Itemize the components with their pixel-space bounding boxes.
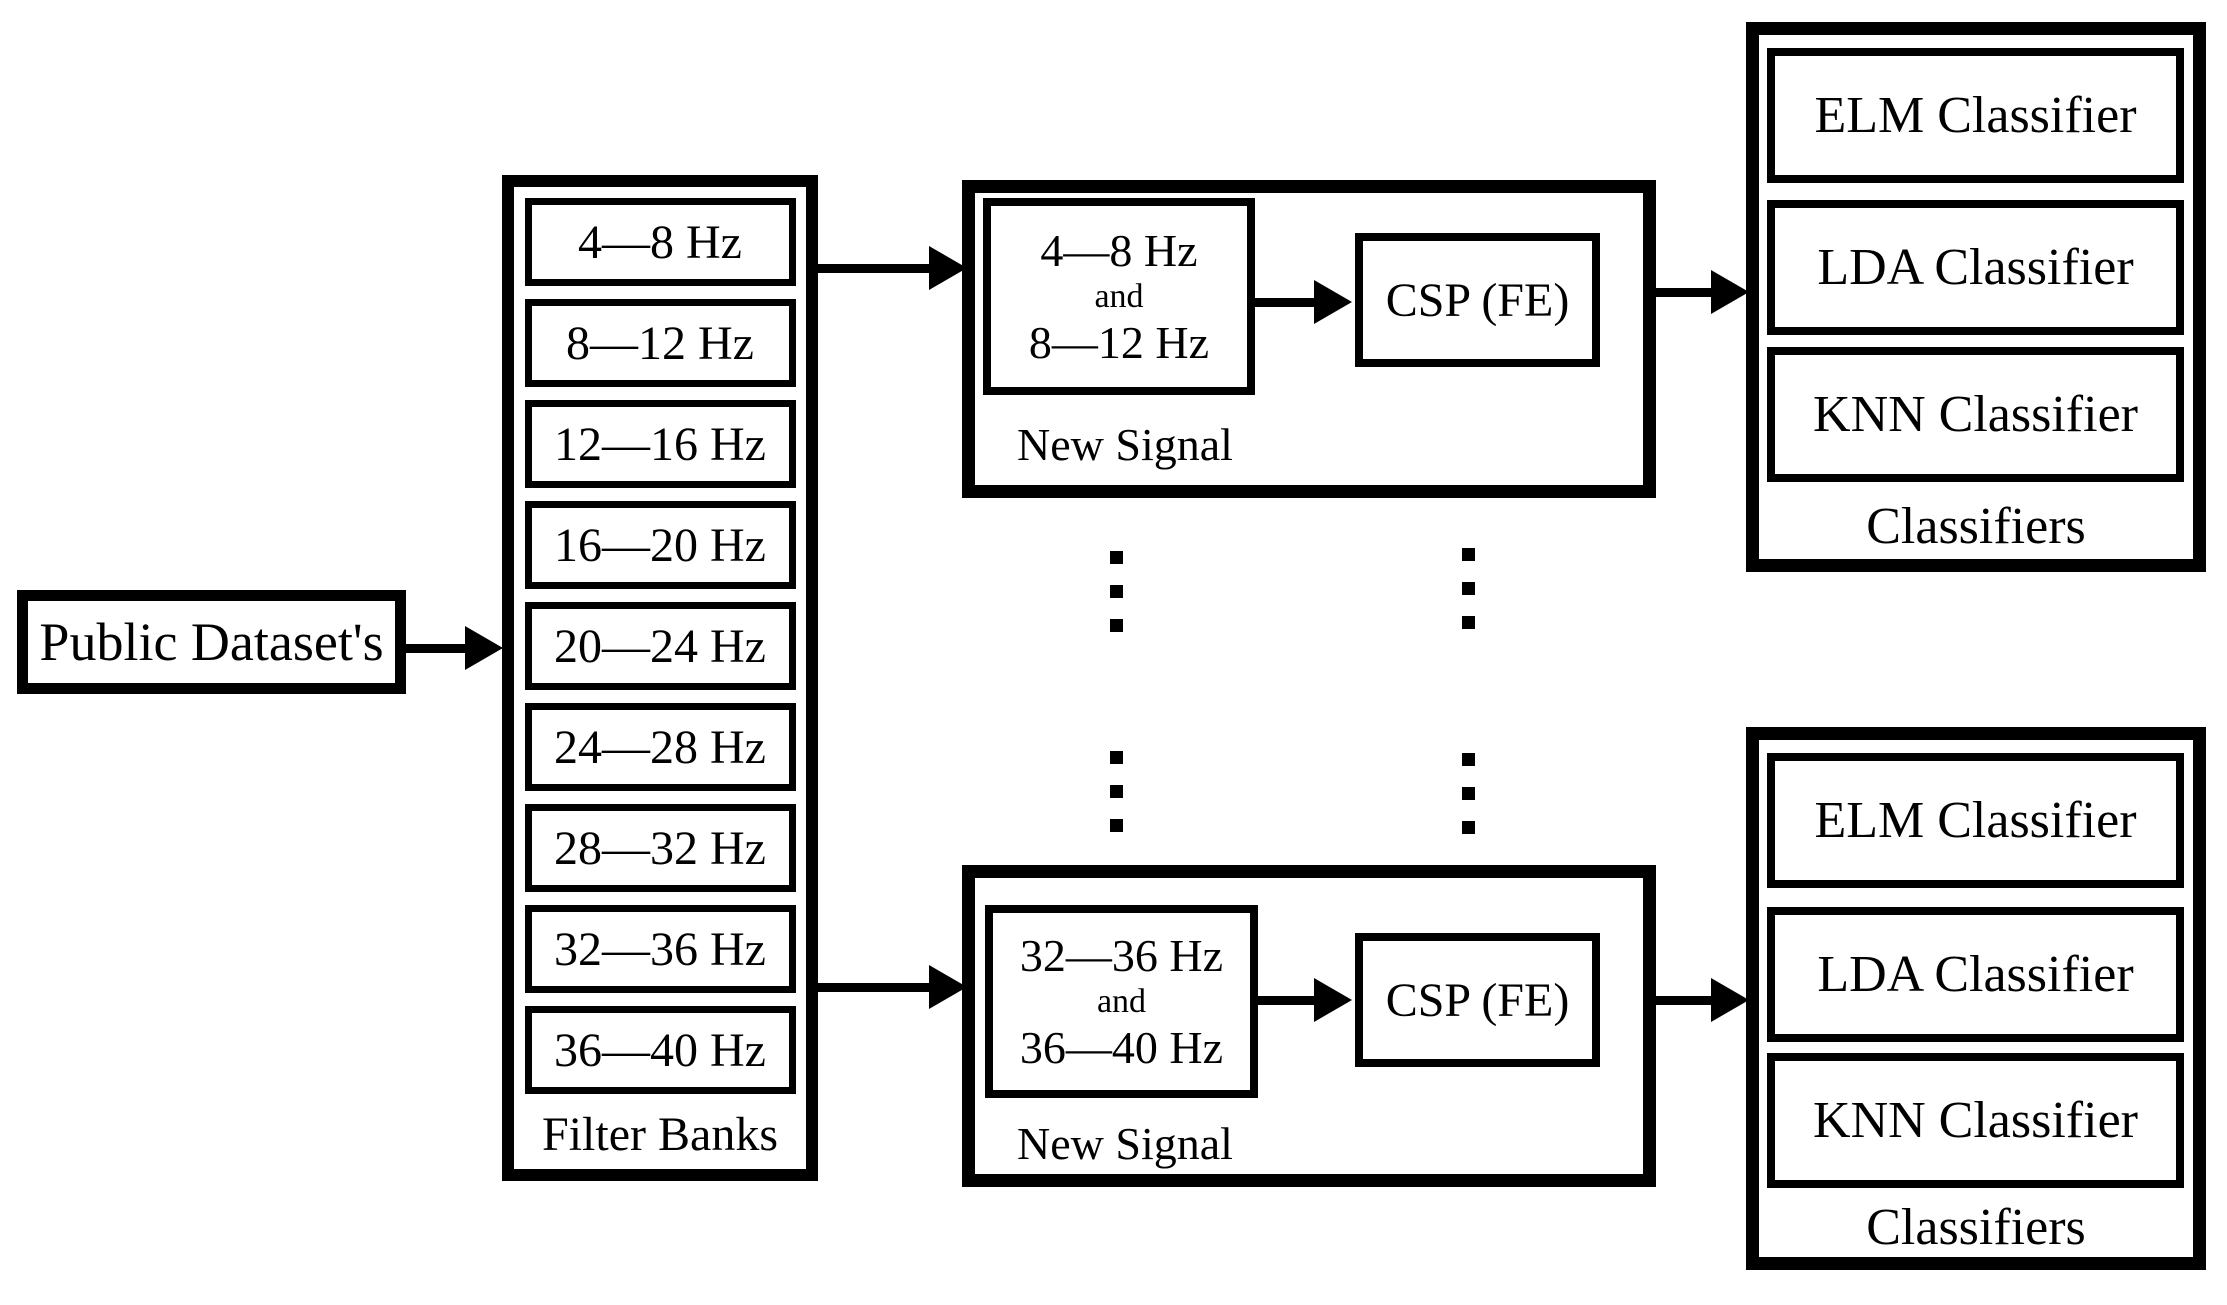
- filter-banks-title: Filter Banks: [542, 1108, 778, 1161]
- arrow-head-icon: [1314, 978, 1352, 1022]
- filter-band-label: 8—12 Hz: [566, 316, 754, 370]
- filter-band: 24—28 Hz: [524, 703, 796, 791]
- dot: [1110, 619, 1123, 632]
- classifier-row: ELM Classifier: [1767, 753, 2184, 888]
- arrow-shaft: [403, 644, 473, 653]
- top-classifiers-box: ELM Classifier LDA Classifier KNN Classi…: [1746, 22, 2206, 572]
- classifier-row: ELM Classifier: [1767, 48, 2184, 183]
- public-datasets-label: Public Dataset's: [39, 612, 384, 672]
- dot: [1462, 787, 1475, 800]
- filter-band-label: 36—40 Hz: [554, 1023, 766, 1077]
- dot: [1110, 819, 1123, 832]
- filter-band: 16—20 Hz: [524, 501, 796, 589]
- dot: [1110, 551, 1123, 564]
- dot: [1462, 821, 1475, 834]
- arrow-head-icon: [1711, 978, 1749, 1022]
- arrow-right-icon: [403, 626, 503, 670]
- dot: [1110, 585, 1123, 598]
- filter-band: 12—16 Hz: [524, 400, 796, 488]
- band-b-label: 8—12 Hz: [1028, 317, 1210, 369]
- vertical-ellipsis-icon: [1462, 548, 1475, 629]
- vertical-ellipsis-icon: [1110, 751, 1123, 832]
- filter-band: 8—12 Hz: [524, 299, 796, 387]
- filter-band-label: 24—28 Hz: [554, 720, 766, 774]
- arrow-shaft: [1255, 298, 1322, 307]
- arrow-head-icon: [465, 626, 503, 670]
- top-band-combo-box: 4—8 Hz and 8—12 Hz: [983, 198, 1255, 395]
- public-datasets-box: Public Dataset's: [17, 590, 406, 694]
- arrow-right-icon: [1653, 270, 1749, 314]
- bottom-classifiers-box: ELM Classifier LDA Classifier KNN Classi…: [1746, 727, 2206, 1270]
- filter-band-label: 16—20 Hz: [554, 518, 766, 572]
- dot: [1462, 582, 1475, 595]
- arrow-head-icon: [929, 246, 967, 290]
- filter-band-label: 32—36 Hz: [554, 922, 766, 976]
- arrow-head-icon: [929, 965, 967, 1009]
- conjunction-label: and: [1096, 982, 1147, 1020]
- classifier-label: LDA Classifier: [1817, 946, 2134, 1003]
- arrow-shaft: [1653, 996, 1719, 1005]
- filter-band: 20—24 Hz: [524, 602, 796, 690]
- new-signal-label: New Signal: [1017, 419, 1233, 470]
- arrow-shaft: [815, 983, 937, 992]
- filter-band: 28—32 Hz: [524, 804, 796, 892]
- filter-band-label: 4—8 Hz: [578, 215, 742, 269]
- filter-band: 36—40 Hz: [524, 1006, 796, 1094]
- classifier-row: KNN Classifier: [1767, 347, 2184, 482]
- classifier-label: KNN Classifier: [1813, 386, 2138, 443]
- bottom-band-combo-box: 32—36 Hz and 36—40 Hz: [985, 905, 1258, 1098]
- dot: [1110, 751, 1123, 764]
- classifier-label: ELM Classifier: [1814, 87, 2137, 144]
- top-new-signal-block: 4—8 Hz and 8—12 Hz CSP (FE) New Signal: [962, 180, 1656, 498]
- dot: [1110, 785, 1123, 798]
- vertical-ellipsis-icon: [1462, 753, 1475, 834]
- arrow-shaft: [1258, 996, 1322, 1005]
- vertical-ellipsis-icon: [1110, 551, 1123, 632]
- arrow-head-icon: [1711, 270, 1749, 314]
- filter-band-label: 28—32 Hz: [554, 821, 766, 875]
- arrow-right-icon: [1653, 978, 1749, 1022]
- arrow-right-icon: [1258, 978, 1352, 1022]
- classifiers-title: Classifiers: [1866, 498, 2086, 555]
- classifier-row: LDA Classifier: [1767, 907, 2184, 1042]
- classifier-label: LDA Classifier: [1817, 239, 2134, 296]
- csp-label: CSP (FE): [1385, 273, 1570, 327]
- classifier-row: KNN Classifier: [1767, 1053, 2184, 1188]
- arrow-right-icon: [1255, 280, 1352, 324]
- classifier-row: LDA Classifier: [1767, 200, 2184, 335]
- band-a-label: 32—36 Hz: [1019, 929, 1224, 981]
- top-csp-box: CSP (FE): [1355, 233, 1600, 367]
- band-a-label: 4—8 Hz: [1040, 224, 1198, 276]
- dot: [1462, 753, 1475, 766]
- arrow-right-icon: [815, 965, 967, 1009]
- bottom-new-signal-block: 32—36 Hz and 36—40 Hz CSP (FE) New Signa…: [962, 865, 1656, 1187]
- filter-band-label: 12—16 Hz: [554, 417, 766, 471]
- arrow-right-icon: [815, 246, 967, 290]
- filter-band-label: 20—24 Hz: [554, 619, 766, 673]
- arrow-head-icon: [1314, 280, 1352, 324]
- bottom-csp-box: CSP (FE): [1355, 933, 1600, 1067]
- classifiers-title: Classifiers: [1866, 1199, 2086, 1256]
- csp-label: CSP (FE): [1385, 973, 1570, 1027]
- filter-banks-box: 4—8 Hz 8—12 Hz 12—16 Hz 16—20 Hz 20—24 H…: [502, 175, 818, 1181]
- new-signal-label: New Signal: [1017, 1118, 1233, 1169]
- filter-band: 32—36 Hz: [524, 905, 796, 993]
- arrow-shaft: [1653, 288, 1719, 297]
- dot: [1462, 616, 1475, 629]
- band-b-label: 36—40 Hz: [1019, 1022, 1224, 1074]
- classifier-label: ELM Classifier: [1814, 792, 2137, 849]
- filter-band: 4—8 Hz: [524, 198, 796, 286]
- classifier-label: KNN Classifier: [1813, 1092, 2138, 1149]
- dot: [1462, 548, 1475, 561]
- conjunction-label: and: [1094, 277, 1144, 315]
- arrow-shaft: [815, 264, 937, 273]
